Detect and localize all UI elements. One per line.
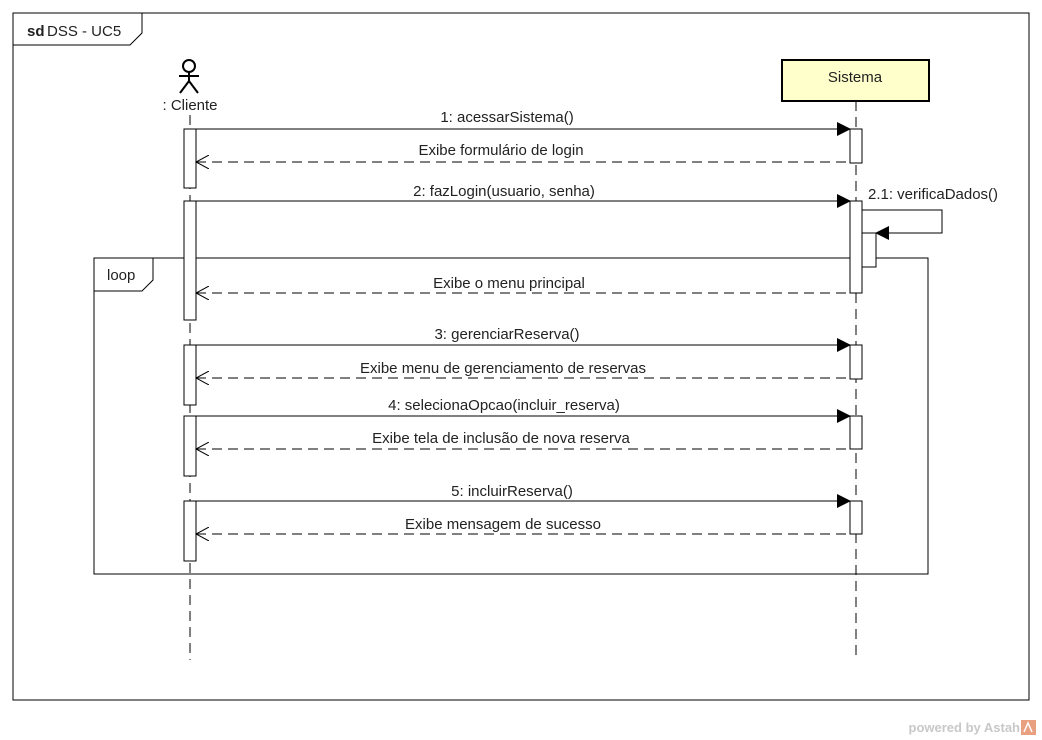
frame-name: DSS - UC5: [47, 23, 121, 40]
message-label: 3: gerenciarReserva(): [434, 326, 579, 343]
system-activation: [849, 344, 863, 380]
self-message-label: 2.1: verificaDados(): [868, 186, 998, 203]
message-label: 2: fazLogin(usuario, senha): [413, 183, 595, 200]
message-label: 1: acessarSistema(): [440, 109, 573, 126]
system-label: Sistema: [828, 69, 883, 86]
actor-label: : Cliente: [162, 97, 217, 114]
self-call-arrow: [862, 209, 943, 240]
system-activation: [849, 128, 863, 164]
actor-icon: [179, 59, 199, 94]
return-label: Exibe tela de inclusão de nova reserva: [372, 430, 630, 447]
loop-label: loop: [107, 267, 135, 284]
astah-logo-icon: [1021, 720, 1036, 735]
system-activation: [849, 200, 863, 294]
actor-activation: [183, 344, 197, 406]
return-label: Exibe mensagem de sucesso: [405, 516, 601, 533]
system-box: [781, 59, 930, 102]
loop-fragment: [93, 257, 929, 575]
actor-activation: [183, 128, 197, 189]
return-label: Exibe formulário de login: [418, 142, 583, 159]
message-label: 4: selecionaOpcao(incluir_reserva): [388, 397, 620, 414]
system-activation-nested: [861, 232, 877, 268]
frame-border: [12, 12, 1030, 701]
system-activation: [849, 500, 863, 535]
actor-activation: [183, 415, 197, 477]
return-label: Exibe menu de gerenciamento de reservas: [360, 360, 646, 377]
actor-activation: [183, 200, 197, 321]
frame-tab: [13, 13, 143, 46]
frame-keyword: sd: [27, 23, 45, 40]
loop-tab: [94, 258, 154, 292]
message-label: 5: incluirReserva(): [451, 483, 573, 500]
system-activation: [849, 415, 863, 450]
actor-activation: [183, 500, 197, 562]
return-label: Exibe o menu principal: [433, 275, 585, 292]
watermark-text: powered by Astah: [909, 720, 1021, 735]
